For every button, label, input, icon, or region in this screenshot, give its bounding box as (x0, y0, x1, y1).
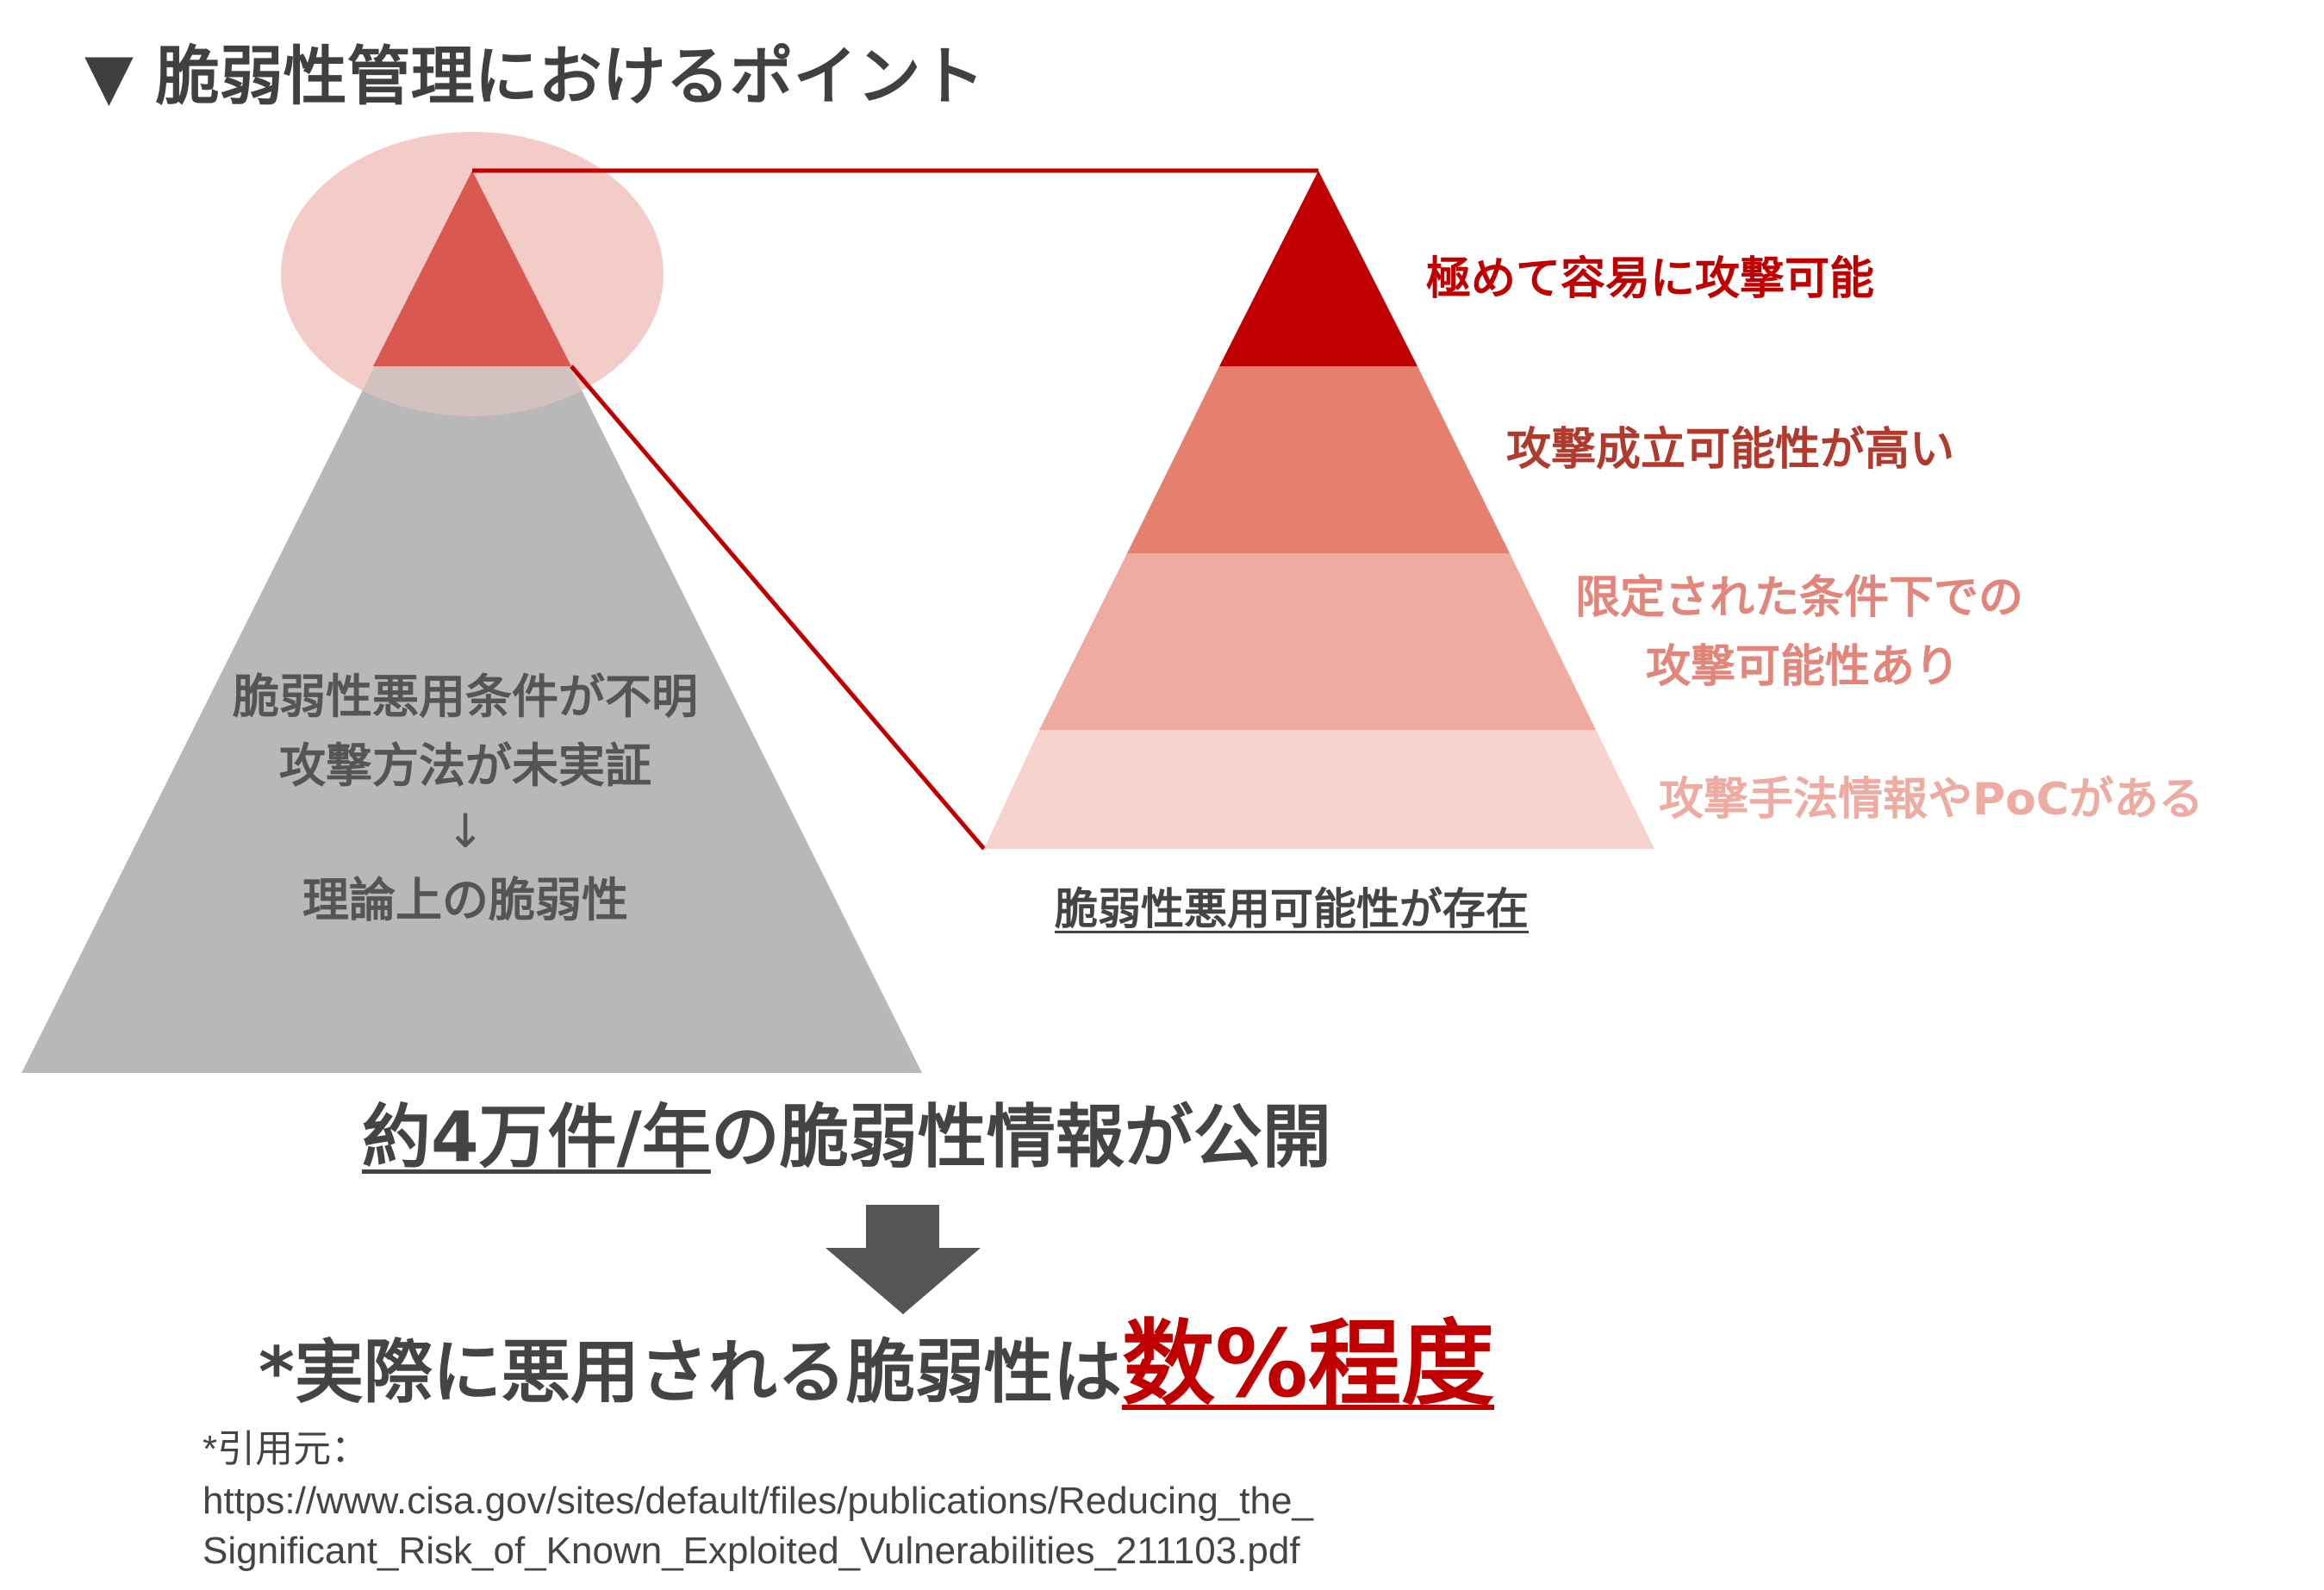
right-pyramid-tier-2 (1127, 366, 1510, 553)
page-title: ▼ 脆弱性管理におけるポイント (84, 40, 985, 114)
right-pyramid-caption: 脆弱性悪用可能性が存在 (1055, 884, 1529, 934)
tier-2-label: 攻撃成立可能性が高い (1506, 424, 1955, 476)
down-arrow-icon (826, 1205, 981, 1314)
left-pyramid (22, 171, 922, 1073)
right-pyramid-tier-3 (1039, 553, 1596, 730)
tier-4-label: 攻撃手法情報やPoCがある (1659, 774, 2203, 826)
citation-url-line-1: https://www.cisa.gov/sites/default/files… (202, 1480, 1313, 1522)
stat-rest: の脆弱性情報が公開 (710, 1097, 1331, 1177)
left-pyramid-top (373, 171, 571, 366)
stat-line: 約4万件/年の脆弱性情報が公開 (362, 1103, 1331, 1172)
conclusion-prefix: *実際に悪用される脆弱性は (259, 1332, 1122, 1412)
conclusion-line: *実際に悪用される脆弱性は数%程度 (259, 1319, 1494, 1412)
tier-3-label-line-2: 攻撃可能性あり (1646, 641, 1960, 693)
conclusion-highlight: 数%程度 (1121, 1311, 1495, 1419)
tier-3-label-line-1: 限定された条件下での (1575, 572, 2024, 624)
left-pyramid-line-3: 理論上の脆弱性 (302, 873, 628, 927)
down-arrow-glyph: ↓ (445, 804, 485, 858)
citation-label: *引用元： (202, 1428, 370, 1470)
right-pyramid-tier-4 (984, 730, 1654, 849)
connector-bottom-line (570, 365, 986, 851)
left-pyramid-line-1: 脆弱性悪用条件が不明 (233, 670, 698, 724)
tier-1-label: 極めて容易に攻撃可能 (1426, 253, 1875, 305)
stat-underlined: 約4万件/年 (362, 1097, 711, 1177)
left-pyramid-line-2: 攻撃方法が未実証 (279, 739, 651, 793)
citation-url-line-2: Significant_Risk_of_Known_Exploited_Vuln… (202, 1530, 1300, 1572)
right-pyramid-tier-1 (1219, 171, 1417, 366)
